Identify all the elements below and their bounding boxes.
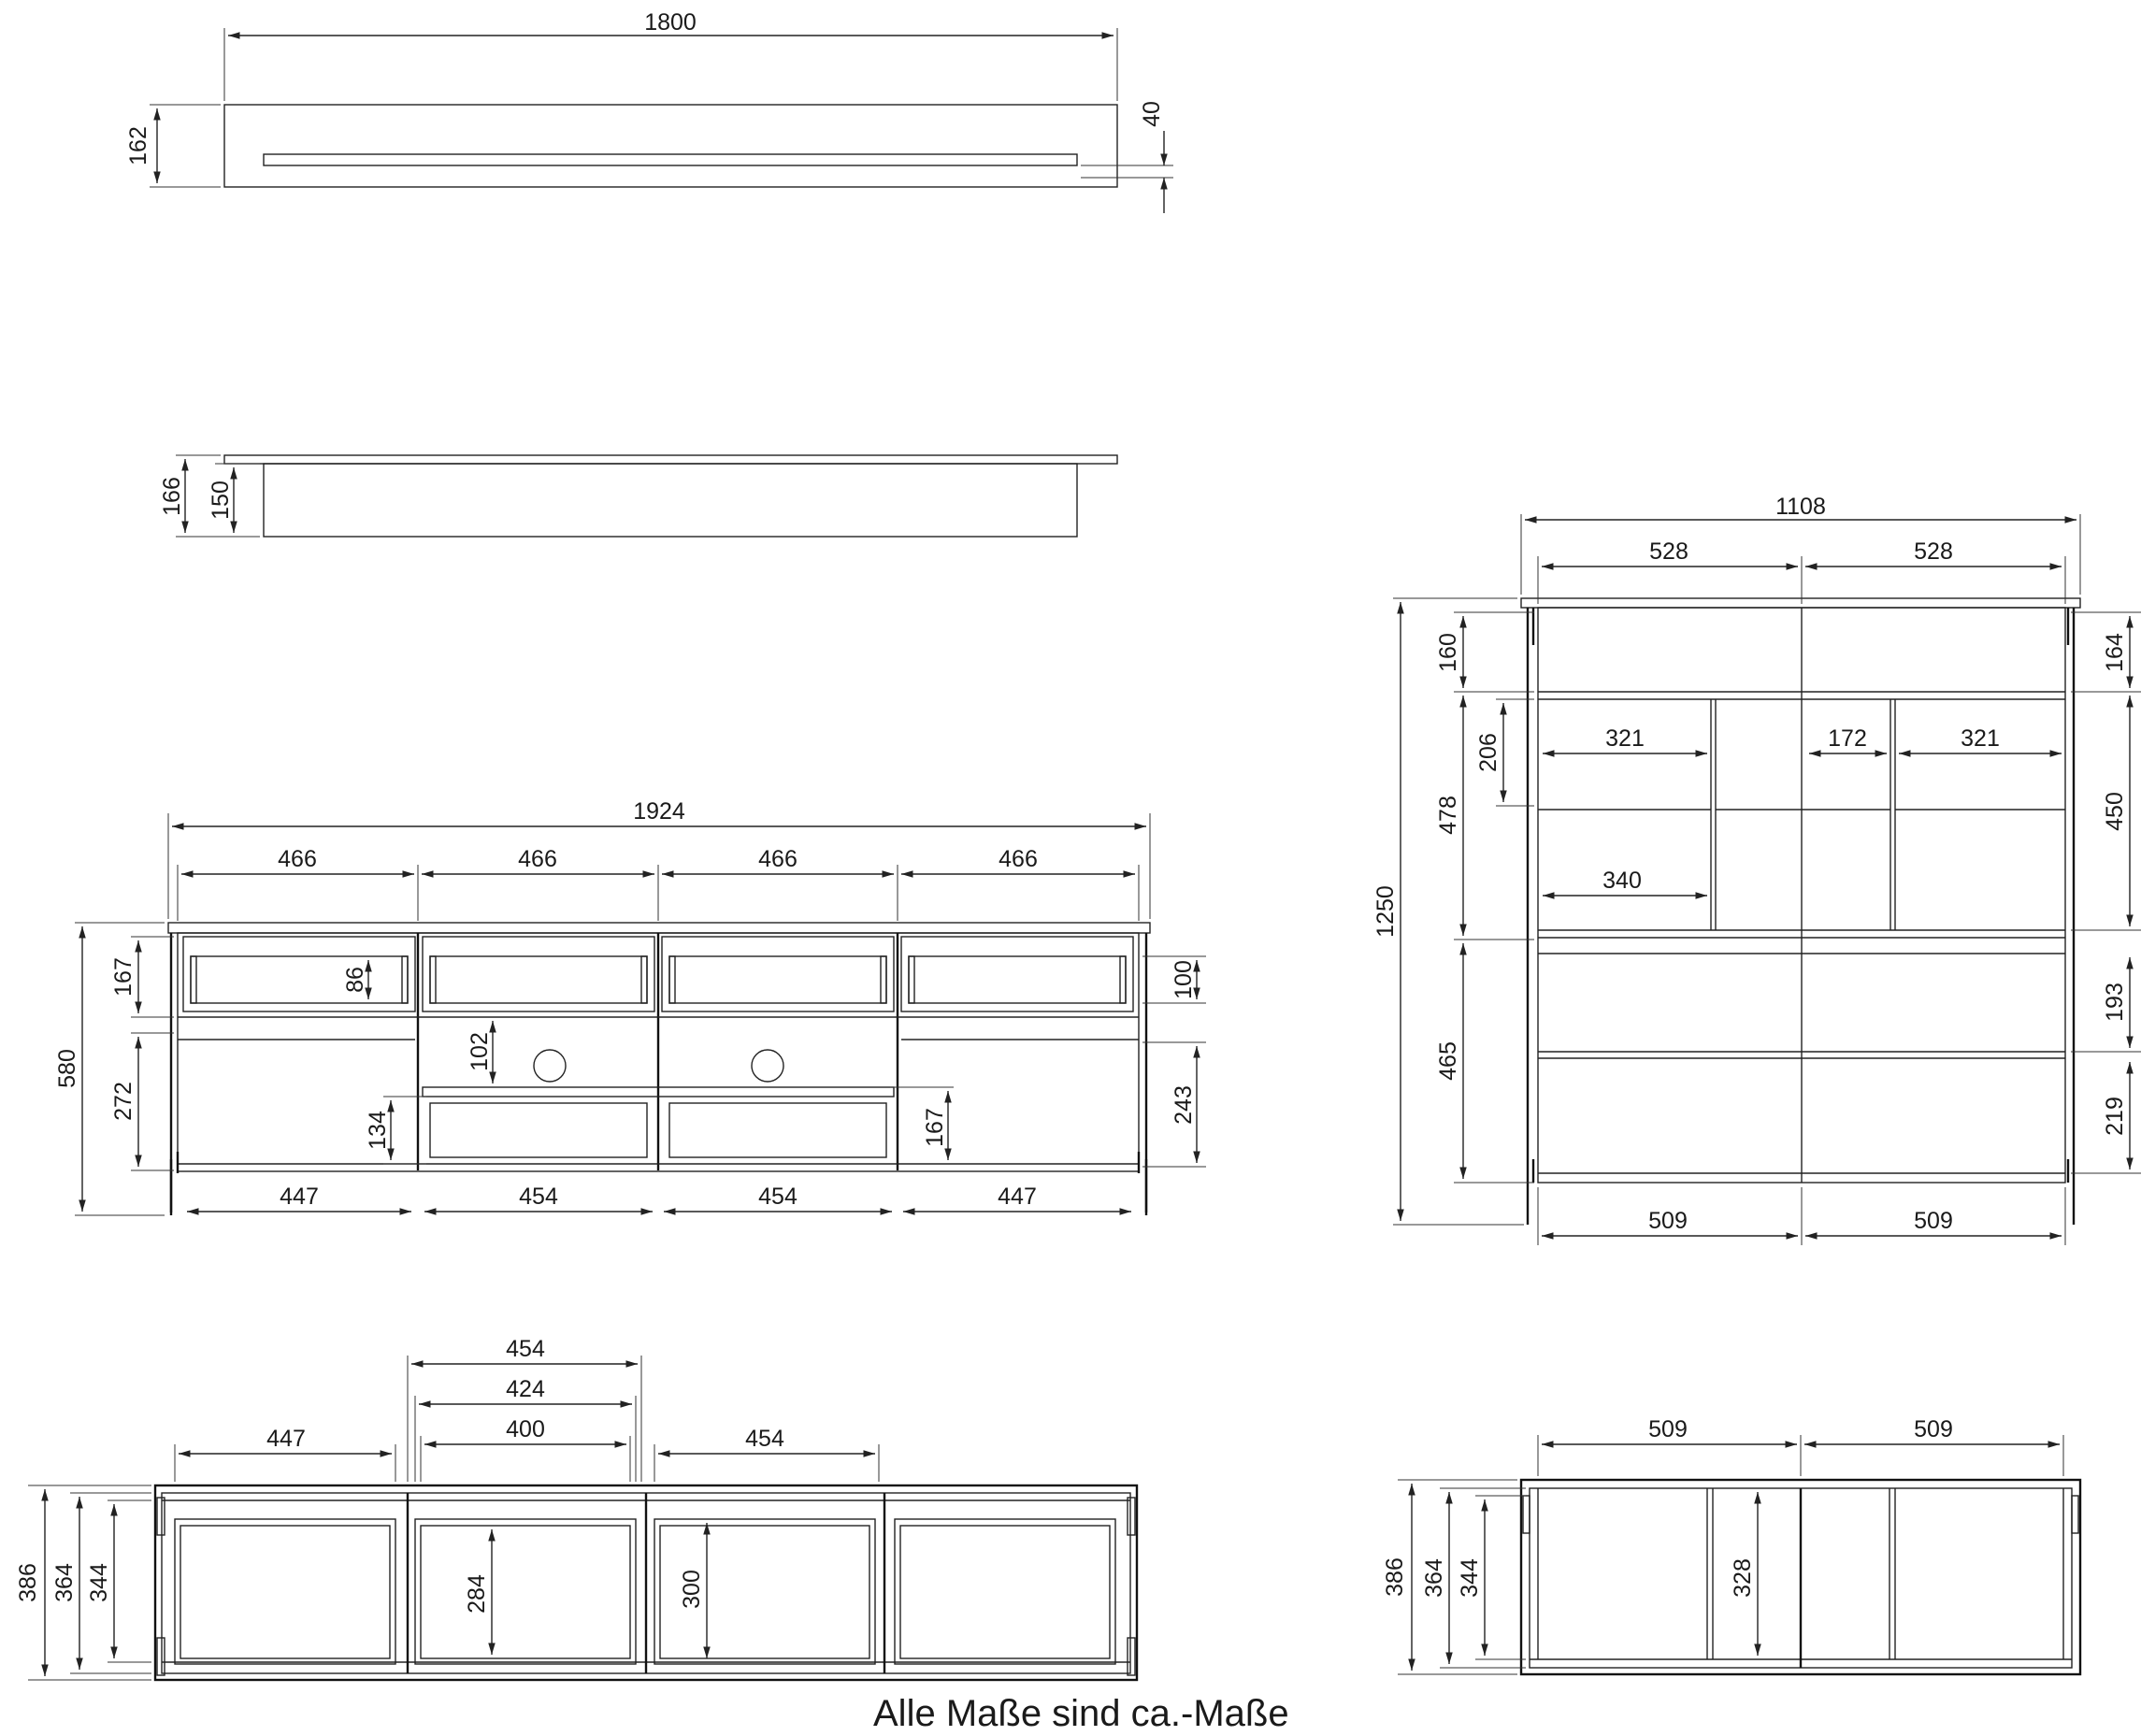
dim-shelf-unit-160: 160: [1435, 633, 1461, 672]
dim-tv-bottom-1: 447: [280, 1184, 319, 1210]
dim-tv-seg-1: 466: [278, 846, 317, 872]
shelf-unit-front-view: 1108 528 528 1250 160 478 465 206 321 17…: [1372, 494, 2141, 1245]
dim-small-509a: 509: [1648, 1416, 1688, 1442]
dim-tv-height: 580: [54, 1049, 80, 1088]
shelf-view: 166 150: [159, 454, 1118, 538]
dim-low-364: 364: [51, 1563, 78, 1602]
dim-shelf-unit-bottom-1: 509: [1648, 1208, 1688, 1234]
dim-shelf-unit-321a: 321: [1605, 725, 1645, 752]
dim-top-width: 1800: [644, 9, 697, 36]
dim-low-454b: 454: [745, 1426, 784, 1452]
dim-shelf-unit-219: 219: [2102, 1097, 2128, 1136]
dim-low-344: 344: [86, 1563, 112, 1602]
dim-tv-seg-2: 466: [518, 846, 557, 872]
dim-small-364: 364: [1421, 1558, 1447, 1598]
dim-tv-bottom-3: 454: [758, 1184, 797, 1210]
dim-shelf-unit-478: 478: [1435, 796, 1461, 835]
dim-tv-86: 86: [342, 967, 368, 993]
dim-low-400: 400: [506, 1416, 545, 1442]
dim-shelf-unit-half-1: 528: [1649, 538, 1688, 565]
dim-tv-134: 134: [365, 1111, 391, 1150]
tv-board-front-view: 1924 466 466 466 466 580 167 272 86 102: [54, 798, 1206, 1216]
dim-shelf-unit-height: 1250: [1372, 885, 1399, 938]
dim-shelf-unit-half-2: 528: [1914, 538, 1953, 565]
dim-low-424: 424: [506, 1376, 545, 1402]
dim-tv-drawer-h: 167: [110, 957, 137, 997]
dim-low-386: 386: [15, 1563, 41, 1602]
dim-tv-bottom-2: 454: [519, 1184, 558, 1210]
dim-shelf-unit-width: 1108: [1775, 494, 1826, 520]
dim-shelf-unit-321b: 321: [1961, 725, 2000, 752]
dim-tv-102: 102: [467, 1032, 493, 1071]
dim-small-386: 386: [1382, 1557, 1408, 1597]
dim-top-height: 162: [125, 126, 151, 165]
dim-tv-243: 243: [1171, 1085, 1197, 1125]
dim-shelf-unit-465: 465: [1435, 1041, 1461, 1081]
dim-shelf-body: 150: [208, 481, 234, 520]
dim-tv-100: 100: [1171, 960, 1197, 999]
dim-tv-167b: 167: [922, 1108, 948, 1147]
dim-shelf-unit-340: 340: [1602, 868, 1642, 894]
dim-small-344: 344: [1457, 1558, 1483, 1598]
dimension-note: Alle Maße sind ca.-Maße: [873, 1693, 1289, 1734]
dim-small-328: 328: [1730, 1558, 1756, 1598]
dim-top-groove: 40: [1139, 101, 1165, 127]
dim-shelf-unit-450: 450: [2102, 792, 2128, 831]
dim-tv-door-h: 272: [110, 1082, 137, 1121]
dim-shelf-unit-193: 193: [2102, 983, 2128, 1022]
dim-tv-seg-3: 466: [758, 846, 797, 872]
dim-low-300: 300: [679, 1570, 705, 1609]
dim-shelf-unit-bottom-2: 509: [1914, 1208, 1953, 1234]
dim-small-509b: 509: [1914, 1416, 1953, 1442]
dim-tv-bottom-4: 447: [998, 1184, 1037, 1210]
top-panel-view: 1800 162 40: [125, 9, 1173, 213]
dim-low-447: 447: [266, 1426, 306, 1452]
dim-low-284: 284: [464, 1574, 490, 1614]
dim-low-454: 454: [506, 1336, 545, 1362]
dim-shelf-unit-206: 206: [1475, 733, 1502, 772]
dim-shelf-unit-172: 172: [1828, 725, 1867, 752]
dim-shelf-total: 166: [159, 477, 185, 516]
dim-tv-seg-4: 466: [999, 846, 1038, 872]
low-board-front-view: 454 424 400 447 454 386 364 344 284 3: [15, 1336, 1139, 1682]
dim-tv-total-width: 1924: [633, 798, 685, 825]
small-board-front-view: 509 509 386 364 344 328: [1382, 1416, 2082, 1676]
dim-shelf-unit-164: 164: [2102, 633, 2128, 672]
